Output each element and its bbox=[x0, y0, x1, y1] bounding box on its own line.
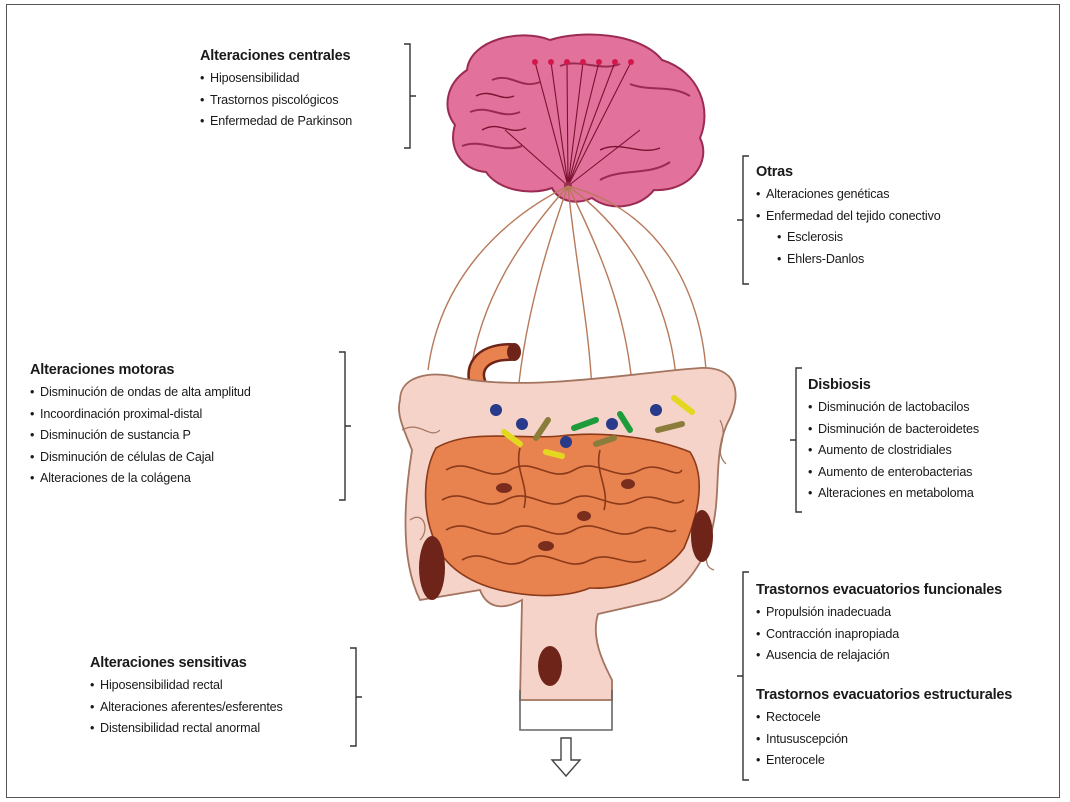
list-item: Trastornos piscológicos bbox=[200, 90, 352, 112]
brain-illustration bbox=[448, 35, 705, 207]
bracket-motoras bbox=[339, 352, 351, 500]
list-item: Ausencia de relajación bbox=[756, 645, 1002, 667]
group-title: Disbiosis bbox=[808, 376, 979, 395]
intestine-illustration bbox=[399, 343, 736, 776]
list-item: Disminución de sustancia P bbox=[30, 425, 251, 447]
list-item: Distensibilidad rectal anormal bbox=[90, 718, 283, 740]
list-item: Disminución de células de Cajal bbox=[30, 447, 251, 469]
list-item: Incoordinación proximal-distal bbox=[30, 404, 251, 426]
arrow-down-icon bbox=[552, 738, 580, 776]
group-title: Otras bbox=[756, 163, 941, 182]
feces-rectum bbox=[538, 646, 562, 686]
group-title: Trastornos evacuatorios funcionales bbox=[756, 581, 1002, 600]
list-item: Alteraciones genéticas bbox=[756, 184, 941, 206]
list-subitem: Esclerosis bbox=[756, 227, 941, 249]
list-item: Contracción inapropiada bbox=[756, 624, 1002, 646]
list-item: Disminución de lactobacilos bbox=[808, 397, 979, 419]
nerve-connections bbox=[428, 186, 706, 394]
list-item: Aumento de clostridiales bbox=[808, 440, 979, 462]
bracket-sensitivas bbox=[350, 648, 362, 746]
feces-right bbox=[691, 510, 713, 562]
group-trastornos-funcionales: Trastornos evacuatorios funcionales Prop… bbox=[756, 581, 1002, 667]
list-item: Hiposensibilidad bbox=[200, 68, 352, 90]
list-subitem: Ehlers-Danlos bbox=[756, 249, 941, 271]
list-item: Disminución de bacteroidetes bbox=[808, 419, 979, 441]
group-title: Alteraciones sensitivas bbox=[90, 654, 283, 673]
list-item: Alteraciones en metaboloma bbox=[808, 483, 979, 505]
feces-left bbox=[419, 536, 445, 600]
group-title: Alteraciones centrales bbox=[200, 47, 352, 66]
group-disbiosis: Disbiosis Disminución de lactobacilos Di… bbox=[808, 376, 979, 505]
bracket-centrales bbox=[404, 44, 416, 148]
list-item: Intususcepción bbox=[756, 729, 1012, 751]
list-item: Disminución de ondas de alta amplitud bbox=[30, 382, 251, 404]
bracket-disbiosis bbox=[790, 368, 802, 512]
list-item: Alteraciones de la colágena bbox=[30, 468, 251, 490]
list-item: Enfermedad del tejido conectivo bbox=[756, 206, 941, 228]
group-alteraciones-motoras: Alteraciones motoras Disminución de onda… bbox=[30, 361, 251, 490]
list-item: Enterocele bbox=[756, 750, 1012, 772]
list-item: Alteraciones aferentes/esferentes bbox=[90, 697, 283, 719]
group-trastornos-estructurales: Trastornos evacuatorios estructurales Re… bbox=[756, 686, 1012, 772]
group-alteraciones-sensitivas: Alteraciones sensitivas Hiposensibilidad… bbox=[90, 654, 283, 740]
list-item: Rectocele bbox=[756, 707, 1012, 729]
group-title: Alteraciones motoras bbox=[30, 361, 251, 380]
list-item: Enfermedad de Parkinson bbox=[200, 111, 352, 133]
list-item: Hiposensibilidad rectal bbox=[90, 675, 283, 697]
list-item: Aumento de enterobacterias bbox=[808, 462, 979, 484]
list-item: Propulsión inadecuada bbox=[756, 602, 1002, 624]
bracket-otras bbox=[737, 156, 749, 284]
group-otras: Otras Alteraciones genéticas Enfermedad … bbox=[756, 163, 941, 270]
group-alteraciones-centrales: Alteraciones centrales Hiposensibilidad … bbox=[200, 47, 352, 133]
bracket-evacuatorios bbox=[737, 572, 749, 780]
group-title: Trastornos evacuatorios estructurales bbox=[756, 686, 1012, 705]
